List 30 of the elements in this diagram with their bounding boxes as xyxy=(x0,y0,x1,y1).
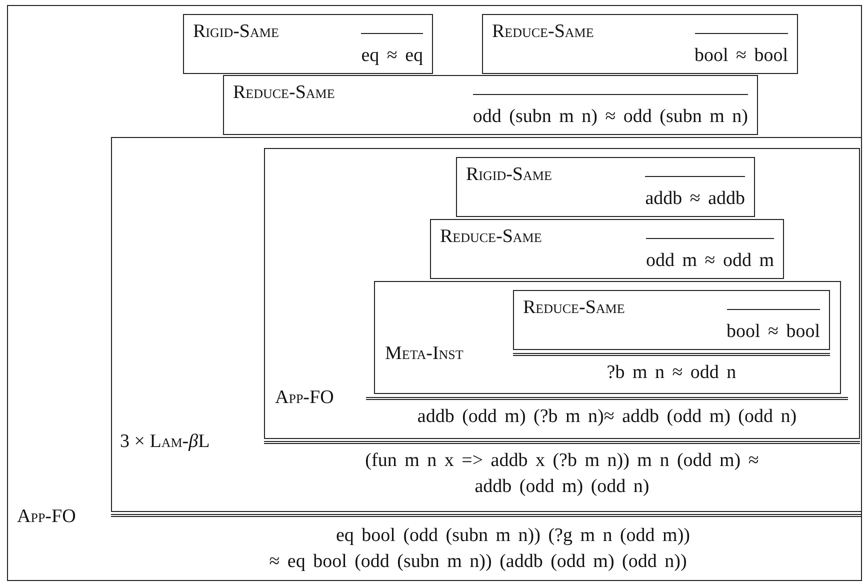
judgment: addb (odd m) (?b m n)≈ addb (odd m) (odd n) xyxy=(416,405,798,429)
proof-box xyxy=(111,137,862,512)
rule-name: Reduce-Same xyxy=(233,82,335,104)
proof-box xyxy=(513,290,830,350)
rule-name: 3 × Lam-βL xyxy=(120,431,210,453)
rule-name: Rigid-Same xyxy=(193,21,279,43)
judgment: bool ≈ bool xyxy=(694,33,788,67)
judgment: (fun m n x => addb x (?b m n)) m n (odd m) ≈ addb (odd m) (odd n) xyxy=(364,449,760,499)
proof-box xyxy=(374,281,841,394)
rule-name: Reduce-Same xyxy=(523,297,625,319)
judgment: eq bool (odd (subn m n)) (?g m n (odd m)) ≈ eq bool (odd (subn m n)) (addb (odd m) (odd n)) xyxy=(268,524,691,574)
rule-name: App-FO xyxy=(275,387,334,409)
proof-box xyxy=(223,75,758,135)
rule-name: Reduce-Same xyxy=(440,226,542,248)
proof-box xyxy=(264,148,860,439)
judgment: odd m ≈ odd m xyxy=(646,238,774,272)
judgment: eq ≈ eq xyxy=(361,33,423,67)
rule-name: Meta-Inst xyxy=(385,343,464,365)
rule-name: Rigid-Same xyxy=(466,164,552,186)
judgment: bool ≈ bool xyxy=(726,309,820,343)
judgment: odd (subn m n) ≈ odd (subn m n) xyxy=(472,94,748,128)
proof-box xyxy=(7,5,862,581)
rule-name: App-FO xyxy=(17,506,76,528)
rule-name: Reduce-Same xyxy=(492,21,594,43)
judgment: addb ≈ addb xyxy=(645,176,745,210)
proof-box xyxy=(482,14,798,74)
judgment: ?b m n ≈ odd n xyxy=(606,361,738,385)
proof-box xyxy=(456,157,755,217)
proof-box xyxy=(430,219,784,279)
proof-box xyxy=(183,14,433,74)
